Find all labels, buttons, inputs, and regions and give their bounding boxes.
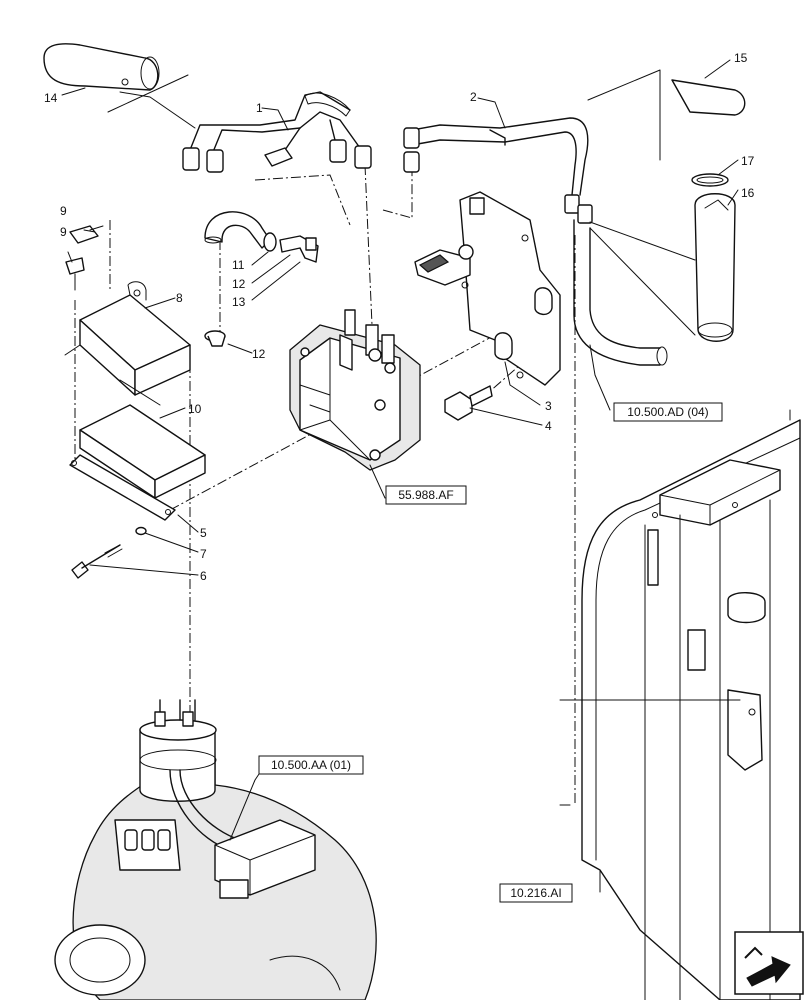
callout-9-upper: 9 <box>60 204 67 218</box>
part-11-hose <box>204 211 271 249</box>
callout-labels: 1 2 3 4 5 6 7 8 9 9 10 11 12 12 13 14 15… <box>44 51 755 583</box>
callout-16: 16 <box>741 186 755 200</box>
part-15-cap <box>671 79 746 116</box>
callout-2: 2 <box>470 90 477 104</box>
callout-12-lower: 12 <box>252 347 266 361</box>
callout-3: 3 <box>545 399 552 413</box>
part-16-grip <box>589 193 736 342</box>
reference-label: 10.500.AA (01) <box>271 758 351 772</box>
reference-10-500-aa-01[interactable]: 10.500.AA (01) <box>258 755 364 775</box>
return-pipe <box>573 219 668 366</box>
part-9-bolts <box>65 225 104 291</box>
part-14-sleeve <box>43 43 196 129</box>
arrow-forward-icon[interactable] <box>734 931 804 995</box>
leader-lines <box>61 59 739 893</box>
callout-5: 5 <box>200 526 207 540</box>
callout-1: 1 <box>256 101 263 115</box>
part-10-pad <box>69 404 206 521</box>
part-3-plate <box>414 191 561 386</box>
callout-4: 4 <box>545 419 552 433</box>
callout-14: 14 <box>44 91 58 105</box>
reference-label: 10.500.AD (04) <box>627 405 708 419</box>
part-13-elbow <box>279 235 319 263</box>
part-1-harness <box>182 91 372 173</box>
callout-13: 13 <box>232 295 246 309</box>
callout-12-upper: 12 <box>232 277 246 291</box>
cab-frame <box>559 409 801 1000</box>
callout-10: 10 <box>188 402 202 416</box>
callout-9-lower: 9 <box>60 225 67 239</box>
part-7-washer <box>135 526 147 536</box>
part-17-ring <box>691 173 729 187</box>
fuel-tank <box>54 699 377 1000</box>
part-12-clamp-upper <box>263 232 277 252</box>
part-8-bracket <box>64 281 191 406</box>
reference-55-988-af[interactable]: 55.988.AF <box>385 485 467 505</box>
part-4-bolt <box>444 385 493 421</box>
part-6-bolt <box>71 544 123 579</box>
callout-11: 11 <box>232 258 245 272</box>
reference-label: 55.988.AF <box>398 488 453 502</box>
callout-17: 17 <box>741 154 755 168</box>
callout-7: 7 <box>200 547 207 561</box>
callout-15: 15 <box>734 51 748 65</box>
part-12-clamp-lower <box>204 330 226 347</box>
reference-label: 10.216.AI <box>510 886 561 900</box>
part-2-harness <box>403 69 661 224</box>
reference-10-216-ai[interactable]: 10.216.AI <box>499 883 573 903</box>
reference-10-500-ad-04[interactable]: 10.500.AD (04) <box>613 402 723 422</box>
callout-6: 6 <box>200 569 207 583</box>
callout-8: 8 <box>176 291 183 305</box>
pump-module <box>289 309 421 471</box>
